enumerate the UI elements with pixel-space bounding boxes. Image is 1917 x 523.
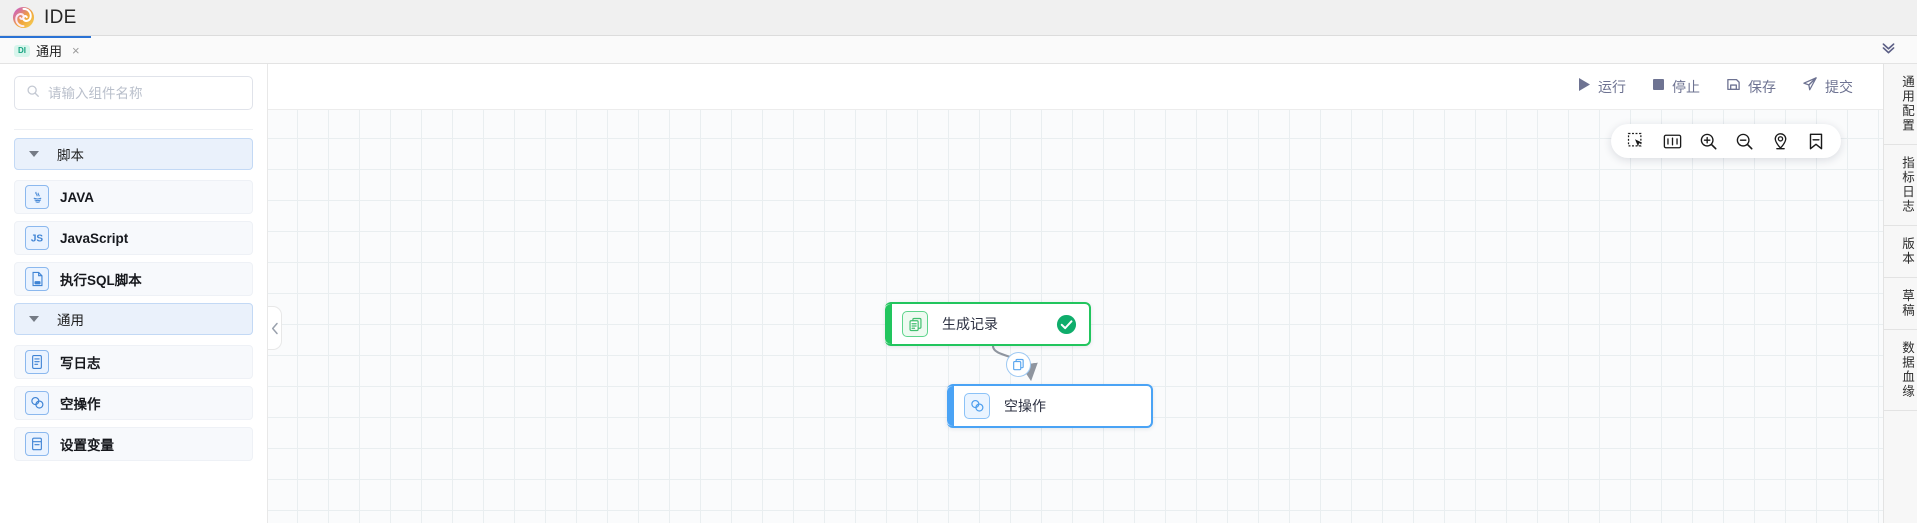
palette-item-label: JAVA bbox=[60, 189, 95, 205]
palette-group-label: 脚本 bbox=[57, 148, 84, 163]
canvas-view-toolbar bbox=[1611, 124, 1841, 158]
close-icon[interactable]: × bbox=[72, 43, 80, 58]
search-icon bbox=[26, 84, 40, 103]
node-accent-bar bbox=[947, 386, 954, 426]
canvas-area: 运行 停止 保存 bbox=[268, 64, 1883, 523]
two-circles-icon bbox=[25, 391, 49, 415]
document-log-icon bbox=[25, 350, 49, 374]
play-triangle-icon bbox=[1577, 77, 1591, 97]
svg-text:JS: JS bbox=[31, 234, 44, 245]
stop-button-label: 停止 bbox=[1672, 78, 1700, 95]
palette-search-container bbox=[0, 64, 267, 120]
java-icon bbox=[25, 185, 49, 209]
node-label: 空操作 bbox=[1004, 398, 1046, 414]
canvas-action-toolbar: 运行 停止 保存 bbox=[268, 64, 1883, 109]
node-accent-bar bbox=[885, 304, 892, 344]
rail-tab-version[interactable]: 版本 bbox=[1884, 226, 1917, 278]
tab-bar-actions bbox=[1880, 36, 1917, 63]
palette-item-set-variable[interactable]: 设置变量 bbox=[14, 427, 253, 461]
marquee-cursor-icon[interactable] bbox=[1627, 132, 1646, 151]
palette-item-write-log[interactable]: 写日志 bbox=[14, 345, 253, 379]
sql-file-icon bbox=[25, 267, 49, 291]
tab-type-badge: DI bbox=[14, 44, 30, 57]
palette-item-label: 空操作 bbox=[60, 397, 101, 412]
node-content: 生成记录 bbox=[892, 304, 1089, 344]
app-title: IDE bbox=[44, 6, 77, 28]
submit-button-label: 提交 bbox=[1825, 78, 1853, 95]
palette-item-label: JavaScript bbox=[60, 230, 129, 246]
spiral-logo-icon bbox=[10, 5, 36, 31]
edge-action-copy-icon[interactable] bbox=[1006, 352, 1031, 377]
paper-plane-send-icon bbox=[1802, 76, 1818, 97]
magnifier-minus-icon[interactable] bbox=[1735, 132, 1754, 151]
search-box[interactable] bbox=[14, 76, 253, 110]
palette-item-label: 执行SQL脚本 bbox=[60, 273, 142, 288]
javascript-js-icon: JS bbox=[25, 226, 49, 250]
submit-button[interactable]: 提交 bbox=[1802, 76, 1853, 97]
palette-item-empty-op[interactable]: 空操作 bbox=[14, 386, 253, 420]
variable-icon bbox=[25, 432, 49, 456]
bookmark-flag-icon[interactable] bbox=[1807, 132, 1825, 151]
right-side-rail: 通用配置 指标日志 版本 草稿 数据血缘 bbox=[1883, 64, 1917, 523]
search-input[interactable] bbox=[48, 85, 241, 101]
copy-records-icon bbox=[902, 311, 928, 337]
palette-item-label: 设置变量 bbox=[60, 438, 114, 453]
map-pin-search-icon[interactable] bbox=[1771, 132, 1790, 151]
palette-item-javascript[interactable]: JS JavaScript bbox=[14, 221, 253, 255]
rail-tab-draft[interactable]: 草稿 bbox=[1884, 278, 1917, 330]
main-body: 脚本 JAVA JS bbox=[0, 64, 1917, 523]
palette-list: 脚本 JAVA JS bbox=[0, 130, 267, 523]
panel-collapse-handle[interactable] bbox=[268, 306, 282, 350]
caret-down-icon bbox=[29, 151, 39, 157]
magnifier-plus-icon[interactable] bbox=[1699, 132, 1718, 151]
workflow-canvas[interactable]: 生成记录 bbox=[268, 109, 1883, 523]
component-palette-panel: 脚本 JAVA JS bbox=[0, 64, 268, 523]
stop-button[interactable]: 停止 bbox=[1652, 77, 1700, 97]
double-chevron-down-icon[interactable] bbox=[1880, 39, 1897, 61]
palette-item-java[interactable]: JAVA bbox=[14, 180, 253, 214]
run-button-label: 运行 bbox=[1598, 78, 1626, 95]
floppy-save-icon bbox=[1726, 77, 1741, 97]
palette-divider bbox=[14, 120, 253, 130]
rail-tab-general-config[interactable]: 通用配置 bbox=[1884, 64, 1917, 145]
editor-tab-bar: DI 通用 × bbox=[0, 36, 1917, 64]
rail-tab-data-lineage[interactable]: 数据血缘 bbox=[1884, 330, 1917, 411]
save-button-label: 保存 bbox=[1748, 78, 1776, 95]
node-content: 空操作 bbox=[954, 386, 1151, 426]
workflow-node-empty-op[interactable]: 空操作 bbox=[947, 384, 1153, 428]
palette-group-script[interactable]: 脚本 bbox=[14, 138, 253, 170]
check-circle-icon bbox=[1056, 314, 1077, 335]
stop-square-icon bbox=[1652, 78, 1665, 96]
save-button[interactable]: 保存 bbox=[1726, 77, 1776, 97]
node-label: 生成记录 bbox=[942, 316, 998, 332]
palette-item-label: 写日志 bbox=[60, 356, 101, 371]
run-button[interactable]: 运行 bbox=[1577, 77, 1626, 97]
title-bar: IDE bbox=[0, 0, 1917, 36]
rail-tab-metric-log[interactable]: 指标日志 bbox=[1884, 145, 1917, 226]
tab-tongyong[interactable]: DI 通用 × bbox=[0, 36, 91, 63]
tab-label: 通用 bbox=[36, 44, 63, 59]
fit-screen-icon[interactable] bbox=[1663, 133, 1682, 150]
workflow-node-generate-record[interactable]: 生成记录 bbox=[885, 302, 1091, 346]
palette-item-execute-sql[interactable]: 执行SQL脚本 bbox=[14, 262, 253, 296]
palette-group-common[interactable]: 通用 bbox=[14, 303, 253, 335]
two-circles-icon bbox=[964, 393, 990, 419]
caret-down-icon bbox=[29, 316, 39, 322]
palette-group-label: 通用 bbox=[57, 313, 84, 328]
